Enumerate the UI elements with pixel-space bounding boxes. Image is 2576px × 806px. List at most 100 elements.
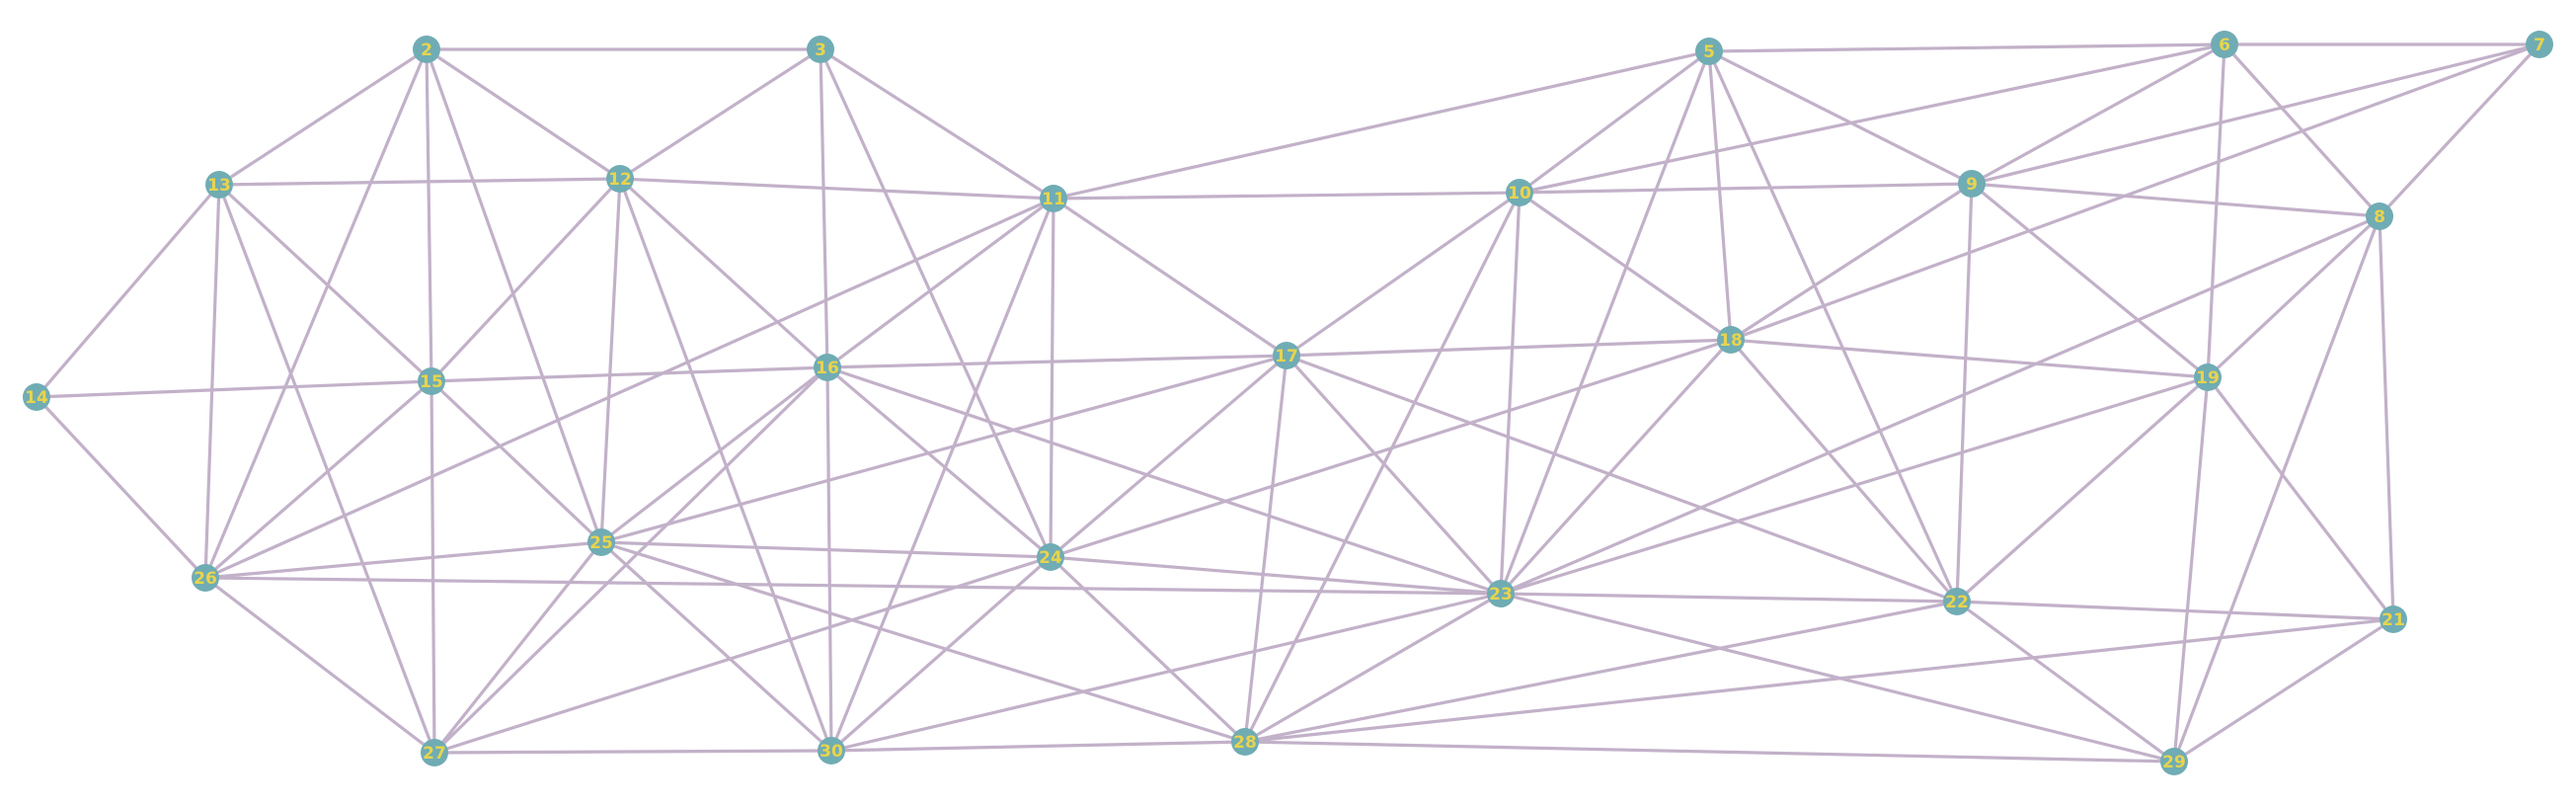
edge-11-12 (618, 177, 1055, 201)
edge-12-30 (618, 177, 833, 753)
edge-16-17 (825, 354, 1288, 369)
node-14[interactable]: 14 (23, 383, 50, 411)
node-circle (818, 737, 845, 765)
edge-13-26 (203, 183, 221, 580)
node-label: 22 (1945, 593, 1969, 612)
edge-12-16 (618, 177, 829, 369)
edge-17-25 (599, 354, 1288, 544)
edge-28-29 (1243, 740, 2176, 764)
edge-16-27 (432, 365, 829, 755)
edge-2-13 (217, 47, 429, 187)
node-label: 16 (816, 359, 839, 378)
edge-6-19 (2206, 42, 2226, 379)
edge-19-21 (2206, 375, 2395, 621)
edge-layer (35, 42, 2541, 764)
edge-15-26 (203, 379, 433, 580)
edge-11-24 (1049, 197, 1055, 559)
edge-9-19 (1970, 182, 2210, 379)
edge-11-17 (1052, 197, 1288, 358)
node-15[interactable]: 15 (418, 367, 445, 395)
edge-2-25 (425, 47, 603, 544)
edge-16-23 (825, 365, 1503, 596)
edge-25-27 (432, 540, 603, 755)
edge-17-28 (1243, 354, 1288, 744)
edge-5-6 (1707, 42, 2226, 53)
edge-24-28 (1049, 555, 1247, 744)
edge-13-14 (35, 183, 221, 399)
node-circle (23, 383, 50, 411)
node-label: 11 (1042, 190, 1065, 209)
node-circle (192, 564, 219, 592)
edge-25-26 (203, 540, 603, 580)
edge-19-29 (2172, 375, 2210, 764)
edge-28-30 (829, 740, 1247, 753)
node-3[interactable]: 3 (807, 36, 834, 63)
edge-21-22 (1955, 600, 2395, 621)
edge-16-30 (825, 365, 833, 753)
node-25[interactable]: 25 (587, 528, 615, 556)
edge-5-11 (1052, 49, 1711, 201)
edge-24-30 (829, 555, 1053, 753)
node-label: 30 (820, 742, 843, 762)
edge-5-18 (1707, 49, 1733, 342)
node-13[interactable]: 13 (205, 171, 233, 199)
node-label: 18 (1719, 331, 1743, 351)
node-29[interactable]: 29 (2160, 748, 2188, 775)
edge-2-26 (203, 47, 429, 580)
node-label: 7 (2534, 36, 2545, 55)
node-21[interactable]: 21 (2380, 605, 2407, 633)
node-circle (606, 165, 634, 193)
node-label: 10 (1508, 184, 1531, 203)
node-11[interactable]: 11 (1040, 185, 1067, 212)
node-10[interactable]: 10 (1506, 179, 1533, 206)
edge-6-10 (1518, 42, 2226, 195)
node-label: 3 (815, 40, 826, 60)
edge-8-23 (1499, 214, 2381, 596)
node-label: 19 (2196, 368, 2220, 388)
node-7[interactable]: 7 (2526, 31, 2553, 58)
node-19[interactable]: 19 (2194, 363, 2222, 391)
node-label: 21 (2381, 610, 2405, 630)
node-circle (2380, 605, 2407, 633)
node-16[interactable]: 16 (814, 354, 841, 381)
edge-15-16 (429, 365, 829, 383)
edge-11-26 (203, 197, 1055, 580)
node-2[interactable]: 2 (413, 36, 440, 63)
edge-2-15 (425, 47, 433, 383)
edge-14-15 (35, 379, 433, 399)
node-circle (1958, 170, 1986, 198)
node-6[interactable]: 6 (2211, 31, 2238, 58)
edge-26-27 (203, 576, 436, 755)
node-30[interactable]: 30 (818, 737, 845, 765)
node-9[interactable]: 9 (1958, 170, 1986, 198)
node-17[interactable]: 17 (1273, 342, 1300, 369)
edge-17-22 (1285, 354, 1959, 604)
edge-12-15 (429, 177, 622, 383)
node-circle (1506, 179, 1533, 206)
node-label: 2 (421, 40, 432, 60)
node-28[interactable]: 28 (1231, 728, 1259, 756)
node-label: 25 (589, 533, 613, 553)
node-circle (807, 36, 834, 63)
node-27[interactable]: 27 (421, 739, 448, 766)
edge-3-12 (618, 47, 822, 181)
node-label: 8 (2374, 207, 2385, 227)
node-12[interactable]: 12 (606, 165, 634, 193)
node-24[interactable]: 24 (1037, 543, 1064, 571)
node-label: 24 (1039, 548, 1062, 568)
node-circle (421, 739, 448, 766)
node-22[interactable]: 22 (1943, 588, 1971, 615)
node-26[interactable]: 26 (192, 564, 219, 592)
edge-5-23 (1499, 49, 1711, 596)
node-23[interactable]: 23 (1487, 580, 1515, 607)
node-5[interactable]: 5 (1695, 38, 1723, 65)
node-circle (2526, 31, 2553, 58)
node-label: 27 (423, 744, 446, 764)
node-circle (2366, 202, 2393, 230)
edge-10-18 (1518, 191, 1733, 342)
edge-15-27 (429, 379, 436, 755)
edge-24-25 (599, 540, 1053, 559)
node-18[interactable]: 18 (1717, 326, 1745, 354)
node-8[interactable]: 8 (2366, 202, 2393, 230)
